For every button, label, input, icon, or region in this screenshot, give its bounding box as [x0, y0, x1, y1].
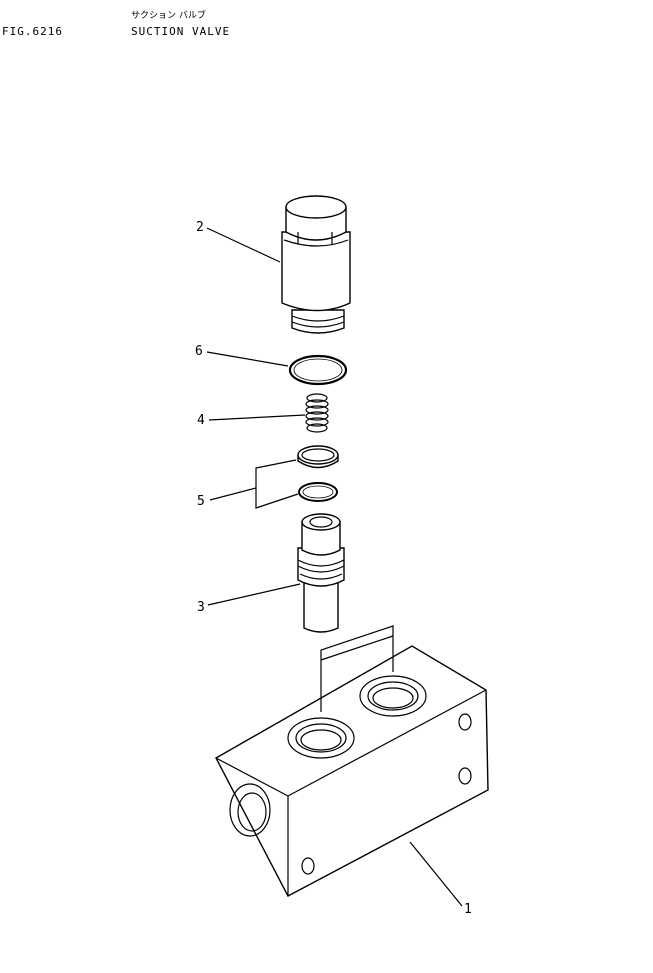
callout-4: 4	[197, 413, 205, 428]
callout-6: 6	[195, 344, 203, 359]
part-1-valve-body	[215, 645, 489, 897]
callout-1: 1	[464, 902, 472, 917]
figure-number: FIG.6216	[2, 25, 63, 38]
assembly-lines	[320, 625, 394, 712]
part-3-valve	[297, 513, 345, 633]
part-6-o-ring	[288, 354, 348, 386]
callout-5: 5	[197, 494, 205, 509]
title-japanese: サクション バルブ	[131, 11, 206, 21]
callout-3: 3	[197, 600, 205, 615]
part-5-backup-ring	[297, 445, 339, 469]
callout-2: 2	[196, 220, 204, 235]
part-4-spring	[305, 393, 329, 433]
part-5-o-ring	[298, 482, 338, 502]
leader-lines	[206, 227, 463, 907]
figure-title: SUCTION VALVE	[131, 25, 231, 38]
part-2-plug	[281, 195, 351, 334]
